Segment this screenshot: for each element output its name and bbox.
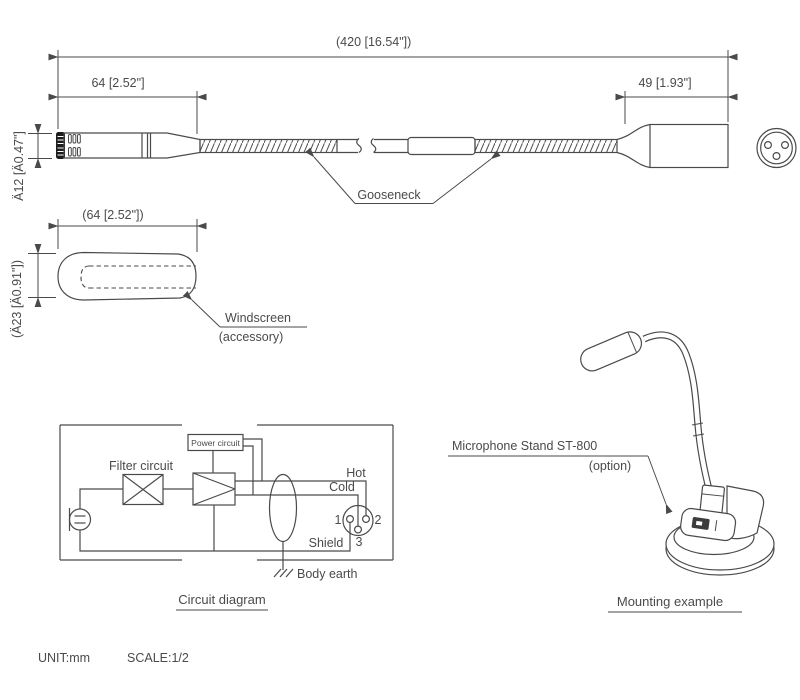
- gooseneck-section-2: [474, 138, 618, 154]
- gooseneck-section-1: [199, 138, 338, 154]
- gooseneck-joint: [692, 433, 705, 437]
- microphone-side-view: (420 [16.54"]) 64 [2.52"] 49 [1.93"] Ä12…: [12, 35, 797, 204]
- shield-label: Shield: [309, 536, 344, 550]
- dim-right-label: 49 [1.93"]: [638, 76, 691, 90]
- circuit-diagram: Filter circuit Power circuit: [59, 424, 394, 611]
- leader-arrow: [647, 455, 673, 515]
- dim-overall-label: (420 [16.54"]): [336, 35, 411, 49]
- windscreen-length-label: (64 [2.52"]): [82, 208, 143, 222]
- circuit-wiring: [79, 438, 367, 552]
- hot-label: Hot: [346, 466, 366, 480]
- break-symbol: [370, 138, 377, 153]
- break-symbol: [356, 138, 362, 153]
- cable-shield-ellipse: [268, 473, 298, 543]
- mic-side-slots: [68, 134, 81, 157]
- pin-3-label: 3: [356, 535, 363, 549]
- xlr-pin-1: [346, 514, 355, 523]
- stand-logo: [695, 520, 703, 526]
- leader-arrow: [432, 150, 501, 204]
- stand-gooseneck: [642, 331, 714, 494]
- xlr-pin-3: [354, 525, 363, 534]
- cold-label: Cold: [329, 480, 355, 494]
- amplifier-box: [192, 472, 236, 506]
- windscreen-hidden-mic: [80, 265, 196, 289]
- windscreen-callout: Windscreen (accessory): [182, 290, 307, 344]
- xlr-connector-housing: [616, 123, 729, 169]
- microphone-body: [56, 132, 201, 159]
- mic-cap-grille: [57, 136, 64, 156]
- footer-notes: UNIT:mm SCALE:1/2: [38, 651, 189, 665]
- tube-section: [407, 136, 476, 156]
- body-earth-label: Body earth: [297, 567, 358, 581]
- stand-rear-block: [726, 485, 765, 540]
- dim-diameter-label: Ä12 [Ä0.47"]: [12, 131, 26, 201]
- stand-plate: [680, 507, 737, 542]
- pin-1-label: 1: [335, 513, 342, 527]
- xlr-pin: [772, 152, 781, 161]
- windscreen-view: (64 [2.52"]) (Ä23 [Ä0.91"]) Windscreen (…: [10, 208, 307, 344]
- body-earth-ground: [273, 541, 294, 578]
- scale-note: SCALE:1/2: [127, 651, 189, 665]
- gooseneck-label: Gooseneck: [357, 188, 421, 202]
- mic-front-cap: [56, 132, 65, 159]
- mic-element-symbol: [68, 508, 92, 531]
- power-circuit-box: Power circuit: [187, 433, 244, 452]
- xlr-pin-2: [362, 514, 371, 523]
- mic-body-outline: [63, 132, 201, 159]
- xlr-pin: [763, 141, 772, 150]
- pin-2-label: 2: [375, 513, 382, 527]
- gooseneck-joint: [691, 422, 704, 426]
- xlr-pin: [780, 141, 789, 150]
- dim-left-label: 64 [2.52"]: [91, 76, 144, 90]
- filter-circuit-label: Filter circuit: [109, 459, 173, 473]
- windscreen-sublabel: (accessory): [219, 330, 284, 344]
- stand-mic-capsule: [580, 331, 643, 372]
- option-label: (option): [589, 459, 631, 473]
- stand-callout: Microphone Stand ST-800 (option): [448, 439, 673, 515]
- gooseneck-callout: Gooseneck: [305, 147, 501, 204]
- circuit-enclosure: [59, 424, 394, 561]
- mounting-example: Microphone Stand ST-800 (option) Mountin…: [448, 331, 775, 613]
- filter-circuit-box: [122, 473, 164, 506]
- power-circuit-label: Power circuit: [191, 438, 240, 448]
- circuit-caption: Circuit diagram: [178, 592, 265, 607]
- leader-arrow: [182, 290, 221, 328]
- unit-note: UNIT:mm: [38, 651, 90, 665]
- leader-arrow: [305, 147, 356, 204]
- windscreen-outline: [57, 251, 197, 301]
- windscreen-diameter-label: (Ä23 [Ä0.91"]): [10, 260, 24, 338]
- xlr-notch: [785, 130, 792, 136]
- mounting-caption: Mounting example: [617, 594, 723, 609]
- stand-label: Microphone Stand ST-800: [452, 439, 597, 453]
- windscreen-label: Windscreen: [225, 311, 291, 325]
- xlr-front-view: [756, 127, 797, 169]
- tube-with-break: [337, 138, 408, 154]
- xlr-symbol: [342, 504, 374, 537]
